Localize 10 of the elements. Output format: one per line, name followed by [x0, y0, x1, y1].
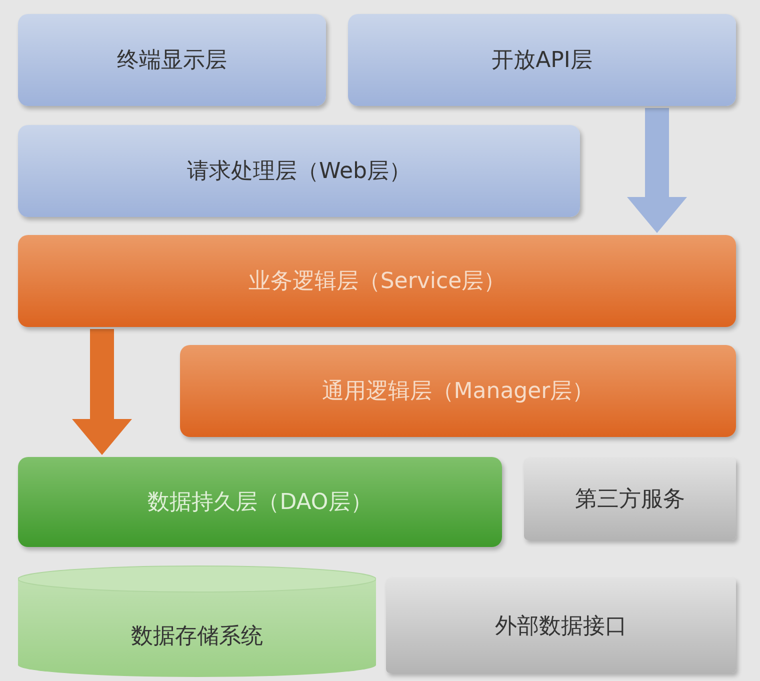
interface-box: 外部数据接口 — [386, 578, 736, 673]
layer-box: 请求处理层（Web层） — [18, 125, 580, 217]
layer-box: 开放API层 — [348, 14, 736, 106]
layer-box: 终端显示层 — [18, 14, 326, 106]
layer-box: 业务逻辑层（Service层） — [18, 235, 736, 327]
layer-box: 通用逻辑层（Manager层） — [180, 345, 736, 437]
layer-box: 数据持久层（DAO层） — [18, 457, 502, 547]
service-box: 第三方服务 — [524, 458, 736, 540]
down-arrow — [627, 108, 687, 233]
down-arrow — [72, 329, 132, 455]
